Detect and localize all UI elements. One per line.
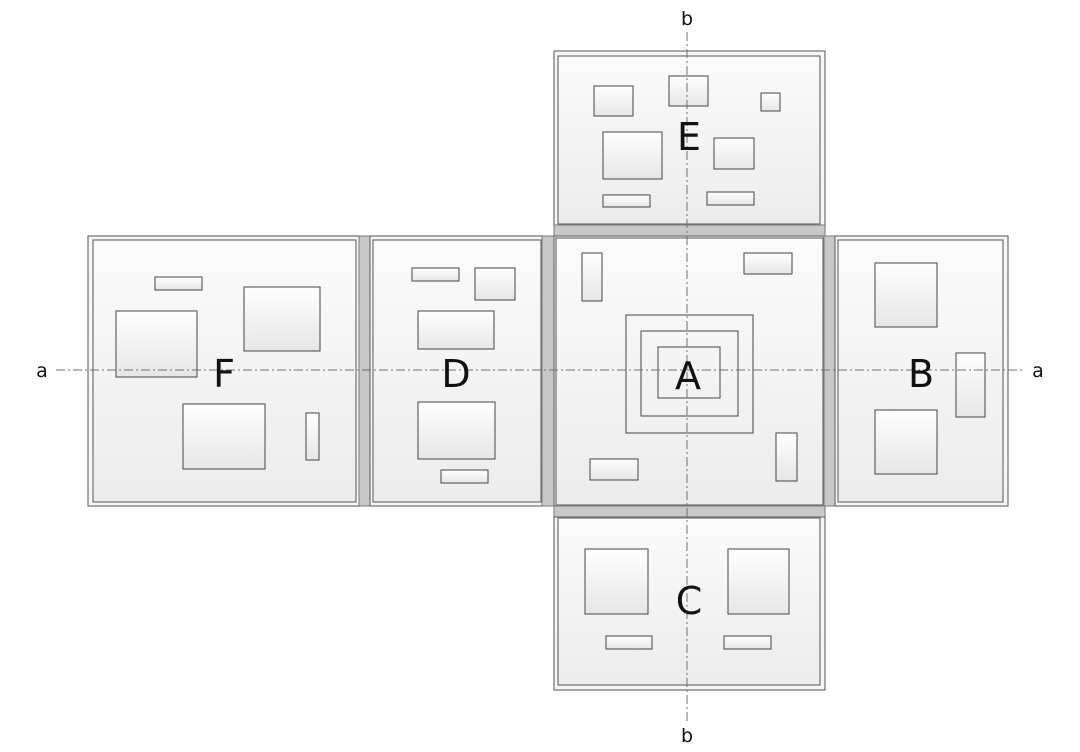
panel-e-card <box>713 137 755 170</box>
panel-d-card <box>417 310 495 350</box>
panel-a <box>553 235 826 508</box>
panel-b-card <box>955 352 986 418</box>
panel-a-ring-middle <box>640 330 739 417</box>
panel-c-card <box>723 635 772 650</box>
panel-d-card <box>411 267 460 282</box>
axis-b-label-bottom: b <box>681 725 693 747</box>
fold-strip-a-c <box>553 505 826 519</box>
panel-a-card <box>743 252 793 275</box>
panel-a-ring-outer <box>625 314 754 434</box>
panel-d-card <box>440 469 489 484</box>
panel-f-card <box>154 276 203 291</box>
panel-c <box>553 516 826 691</box>
panel-c-label: C <box>676 579 703 623</box>
panel-e-card <box>760 92 781 112</box>
panel-c-card <box>605 635 653 650</box>
axis-a-label-right: a <box>1032 360 1044 382</box>
panel-f-card <box>182 403 266 470</box>
panel-e-card <box>602 131 663 180</box>
panel-a-ring-inner <box>657 346 721 399</box>
panel-e-card <box>668 75 709 107</box>
panel-e-card <box>602 194 651 208</box>
panel-c-card <box>727 548 790 615</box>
panel-a-card <box>589 458 639 481</box>
panel-f-label: F <box>213 352 235 396</box>
fold-strip-e-a <box>553 224 826 238</box>
panel-f-card <box>115 310 198 378</box>
fold-strip-f-d <box>358 235 372 507</box>
panel-d-card <box>474 267 516 301</box>
panel-b-card <box>874 262 938 328</box>
fold-strip-d-a <box>541 235 556 507</box>
fold-strip-a-b <box>823 235 837 507</box>
panel-d-card <box>417 401 496 460</box>
panel-b-card <box>874 409 938 475</box>
panel-f-card <box>243 286 321 352</box>
panel-c-card <box>584 548 649 615</box>
panel-e-card <box>593 85 634 117</box>
panel-d-label: D <box>441 352 470 396</box>
panel-e-label: E <box>677 115 701 159</box>
panel-f <box>87 235 361 507</box>
panel-a-card <box>581 252 603 302</box>
panel-b-label: B <box>908 352 934 396</box>
panel-b <box>834 235 1009 507</box>
axis-a-label-left: a <box>36 360 48 382</box>
panel-d <box>369 235 544 507</box>
panel-e <box>553 50 826 228</box>
panel-a-card <box>775 432 798 482</box>
panel-e-card <box>706 191 755 206</box>
panel-f-card <box>305 412 320 461</box>
axis-b-label-top: b <box>681 8 693 30</box>
panel-a-label: A <box>675 354 701 398</box>
